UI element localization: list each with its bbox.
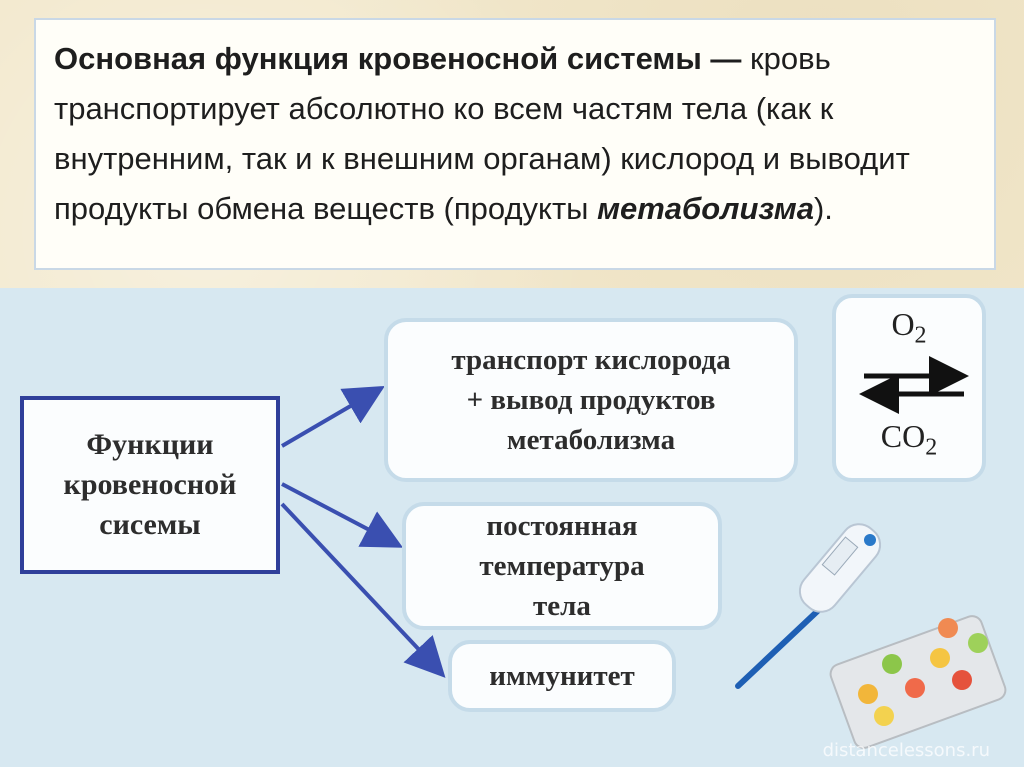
intro-body: кровь транспортирует абсолютно ко всем ч… — [54, 41, 910, 226]
main-functions-box: Функции кровеносной сисемы — [20, 396, 280, 574]
intro-closing: ). — [813, 191, 833, 226]
arrow-to-temperature — [281, 482, 404, 548]
immunity-function-box: иммунитет — [448, 640, 676, 712]
gas-exchange-box: O2 CO2 — [832, 294, 986, 482]
temperature-line-3: тела — [533, 590, 591, 622]
main-line-2: кровеносной — [63, 468, 237, 501]
temperature-line-1: постоянная — [486, 510, 638, 542]
arrows — [280, 385, 1007, 749]
transport-function-box: транспорт кислорода + вывод продуктов ме… — [384, 318, 798, 482]
intro-text-box: Основная функция кровеносной системы — к… — [34, 18, 996, 270]
carbon-dioxide-label: CO2 — [880, 418, 938, 461]
transport-line-3: метаболизма — [506, 424, 676, 456]
intro-emphasis: метаболизма — [597, 191, 814, 226]
pills-blister-icon — [829, 615, 1007, 749]
watermark: distancelessons.ru — [822, 740, 990, 761]
arrow-to-transport — [280, 385, 385, 448]
oxygen-label: O2 — [891, 306, 927, 349]
exchange-arrows-icon — [859, 356, 969, 414]
temperature-line-2: температура — [479, 550, 645, 582]
diagram-panel: Функции кровеносной сисемы транспорт кис… — [0, 288, 1024, 767]
main-line-1: Функции — [86, 428, 214, 461]
immunity-line: иммунитет — [489, 660, 635, 692]
intro-lead: Основная функция кровеносной системы — [54, 41, 702, 76]
transport-line-1: транспорт кислорода — [451, 344, 731, 376]
thermometer-icon — [735, 523, 882, 689]
temperature-function-box: постоянная температура тела — [402, 502, 722, 630]
intro-dash: — — [701, 41, 742, 76]
arrow-to-immunity — [280, 502, 446, 678]
main-line-3: сисемы — [99, 508, 201, 541]
transport-line-2: + вывод продуктов — [466, 384, 716, 416]
